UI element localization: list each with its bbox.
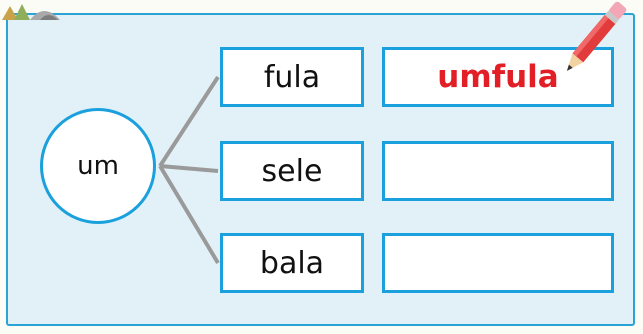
pencil-icon [566,1,627,71]
syllable-label: bala [259,245,325,281]
syllable-box-1: fula [220,47,364,107]
answer-text: umfula [437,59,559,95]
corner-decoration-icon [2,4,60,20]
connector-line-2 [159,164,219,173]
connector-line-3 [158,164,220,265]
prefix-label: um [77,151,119,181]
answer-box-3[interactable] [382,233,614,293]
syllable-label: fula [263,59,321,95]
answer-box-1[interactable]: umfula [382,47,614,107]
answer-box-2[interactable] [382,141,614,201]
connector-line-1 [158,75,220,168]
prefix-circle: um [40,108,156,224]
syllable-box-2: sele [220,141,364,201]
syllable-box-3: bala [220,233,364,293]
syllable-label: sele [261,153,323,189]
